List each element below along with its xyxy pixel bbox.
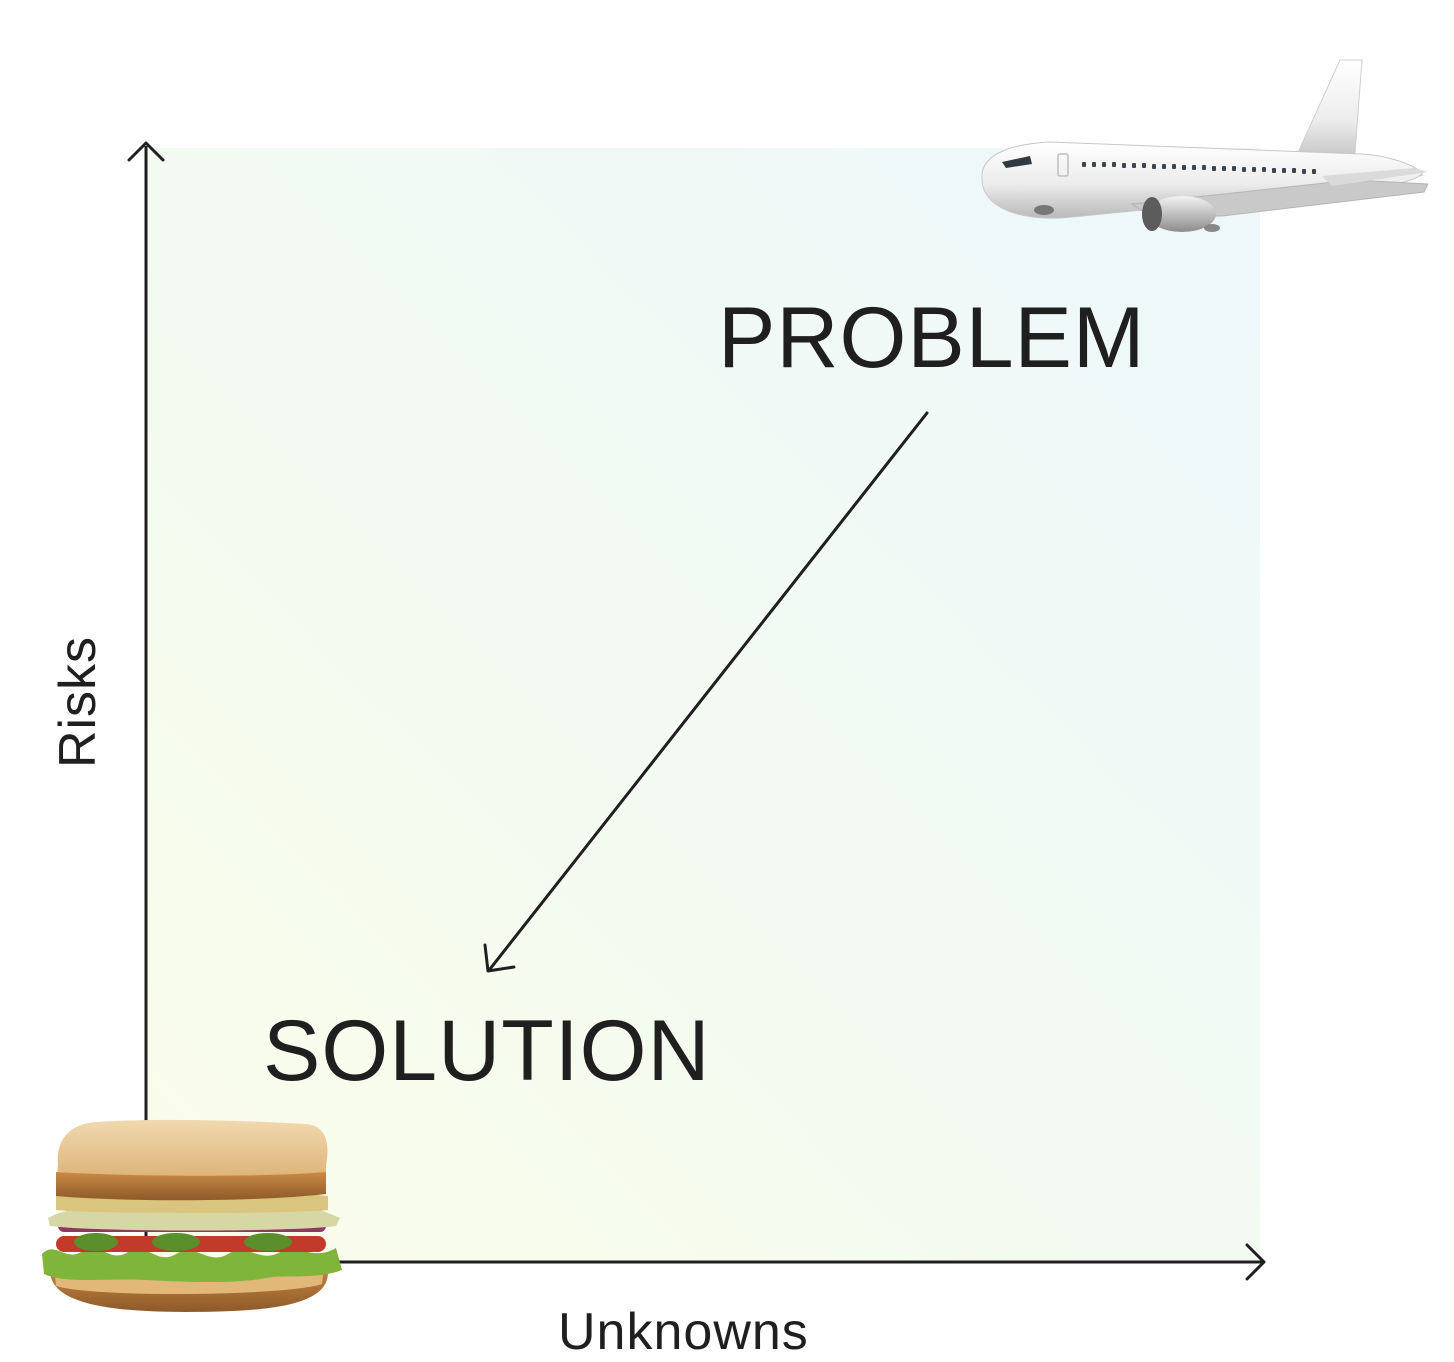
x-axis-label: Unknowns (558, 1303, 809, 1361)
y-axis-arrowhead (127, 141, 165, 162)
x-axis-arrowhead (1245, 1243, 1266, 1281)
airplane-icon (981, 59, 1429, 232)
y-axis-label: Risks (49, 635, 107, 769)
sandwich-icon (42, 1119, 342, 1312)
quadrant-background (146, 148, 1260, 1260)
problem-label: PROBLEM (718, 290, 1146, 386)
problem-to-solution-arrowhead (483, 943, 516, 973)
problem-to-solution-arrow (488, 411, 929, 971)
solution-label: SOLUTION (263, 1003, 711, 1099)
